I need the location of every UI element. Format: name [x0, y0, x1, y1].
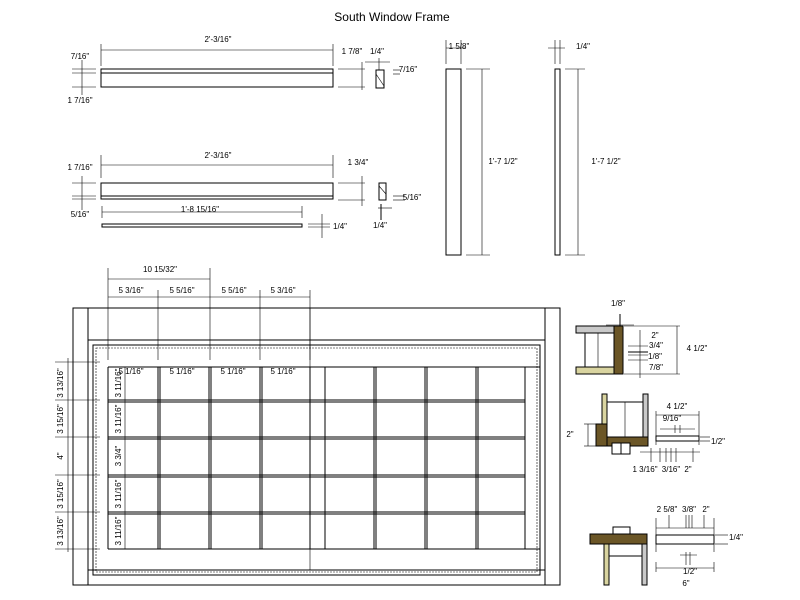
slot: [620, 442, 631, 455]
dimension-label: 1 3/16": [632, 465, 657, 474]
pane-width-label: 5 1/16": [270, 367, 295, 376]
dimension-label: 2 5/8": [657, 505, 678, 514]
dimension-label: 1/4": [373, 221, 387, 230]
column-width-label: 5 5/16": [221, 286, 246, 295]
outer-frame: [72, 307, 561, 586]
slot: [611, 442, 622, 455]
column-width-label: 5 5/16": [169, 286, 194, 295]
dimension-label: 2": [684, 465, 691, 474]
dimension-label: 3/4": [649, 341, 663, 350]
dimension-label: 7/16": [71, 52, 90, 61]
leg-gray: [641, 543, 648, 586]
dimension-label: 1/4": [576, 42, 590, 51]
bottom-rail-section: [378, 182, 387, 201]
row-height-label: 3 13/16": [56, 516, 65, 546]
sash-dashed-outline: [95, 347, 538, 573]
pane-width-label: 5 1/16": [220, 367, 245, 376]
dimension-label: 5/16": [403, 193, 422, 202]
line: [375, 73, 385, 87]
pane-height-label: 3 11/16": [114, 368, 123, 397]
dimension-label: 1/4": [333, 222, 347, 231]
overall-width-label: 10 15/32": [143, 265, 177, 274]
dimension-label: 1'-7 1/2": [488, 157, 517, 166]
top-rail-section: [375, 69, 385, 89]
dimension-label: 6": [682, 579, 689, 588]
column-width-label: 5 3/16": [118, 286, 143, 295]
dimension-label: 7/8": [649, 363, 663, 372]
dimension-label: 3/8": [682, 505, 696, 514]
glazing-strip: [101, 223, 303, 228]
thin-stile: [554, 68, 561, 256]
stop-brown: [613, 325, 624, 375]
dimension-label: 2": [702, 505, 709, 514]
glass-section: [584, 332, 620, 368]
dimension-label: 1/4": [729, 533, 743, 542]
sash-frame: [92, 344, 541, 576]
dimension-label: 1 7/16": [67, 163, 92, 172]
row-height-label: 3 15/16": [56, 404, 65, 434]
dimension-label: 1/8": [611, 299, 625, 308]
dimension-label: 3/16": [662, 465, 681, 474]
profile: [655, 435, 700, 442]
dimension-label: 1 7/8": [342, 47, 363, 56]
section: [608, 543, 643, 557]
dimension-label: 4 1/2": [667, 402, 688, 411]
row-height-label: 3 13/16": [56, 368, 65, 398]
top-rail: [100, 68, 334, 88]
dimension-label: 1/2": [683, 567, 697, 576]
bottom-rail: [100, 182, 334, 200]
pane-height-label: 3 3/4": [114, 446, 123, 467]
row-height-label: 4": [56, 452, 65, 459]
dimension-label: 1/8": [648, 352, 662, 361]
strip-length-label: 1'-8 15/16": [181, 205, 219, 214]
dimension-label: 1'-7 1/2": [591, 157, 620, 166]
line: [378, 185, 387, 195]
column-width-label: 5 3/16": [270, 286, 295, 295]
pane-width-label: 5 1/16": [118, 367, 143, 376]
profile: [655, 534, 715, 545]
pane-height-label: 3 11/16": [114, 404, 123, 433]
sill-brown: [595, 423, 608, 447]
dimension-label: 9/16": [663, 414, 682, 423]
dimension-label: 2": [651, 331, 658, 340]
pane-height-label: 3 11/16": [114, 516, 123, 545]
dimension-label: 7/16": [399, 65, 418, 74]
dimension-label: 2": [566, 430, 573, 439]
dimension-label: 1 5/8": [449, 42, 470, 51]
total-label: 4 1/2": [687, 344, 708, 353]
pane-width-label: 5 1/16": [169, 367, 194, 376]
dimension-label: 1 3/4": [348, 158, 369, 167]
pane-height-label: 3 11/16": [114, 479, 123, 508]
dimension-label: 5/16": [71, 210, 90, 219]
sill-brown: [589, 533, 648, 545]
dimension-label: 1/2": [711, 437, 725, 446]
stile-gray: [642, 393, 649, 439]
leg-tan: [603, 543, 610, 586]
drawing-title: South Window Frame: [334, 10, 450, 24]
top-rail-length-label: 2'-3/16": [204, 35, 231, 44]
dimension-label: 1/4": [370, 47, 384, 56]
dimension-label: 1 7/16": [67, 96, 92, 105]
bottom-rail-length-label: 2'-3/16": [204, 151, 231, 160]
row-height-label: 3 15/16": [56, 479, 65, 509]
stile: [445, 68, 462, 256]
